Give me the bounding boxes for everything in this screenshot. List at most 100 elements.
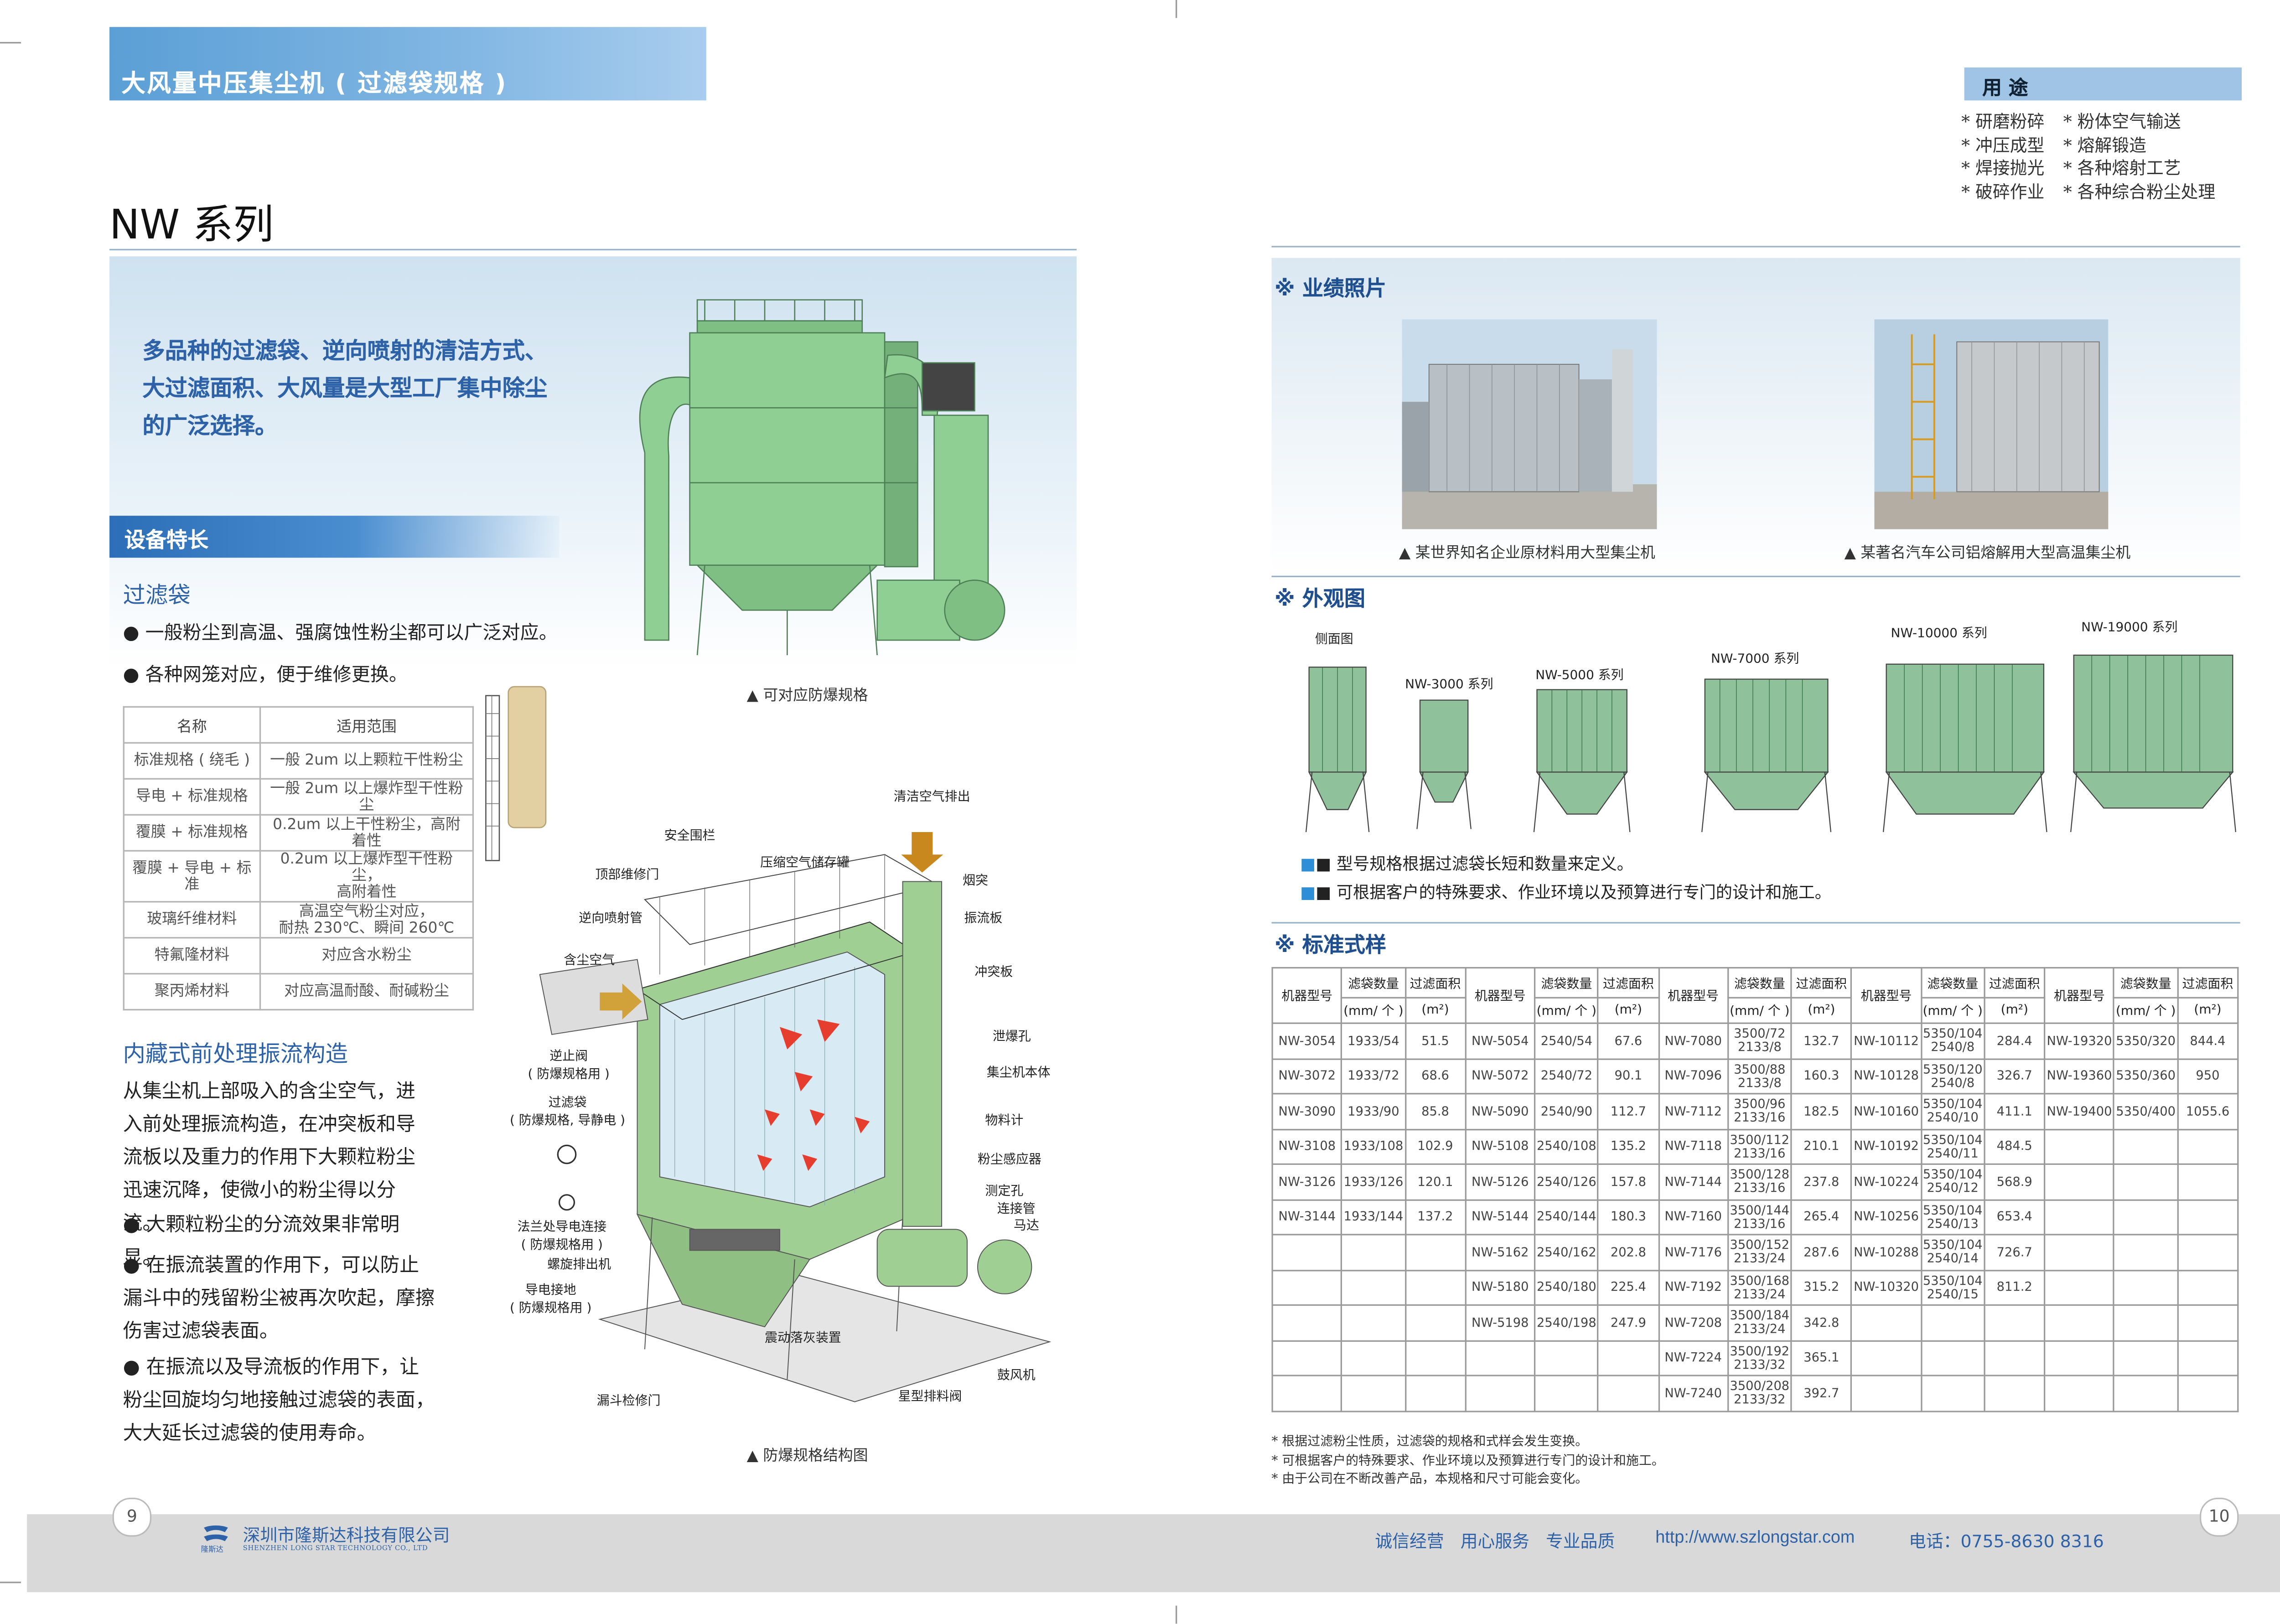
table-cell: 653.4 [1984, 1199, 2046, 1236]
photos-heading: ※ 业绩照片 [1275, 277, 1386, 301]
column-header-model: 机器型号 [1658, 967, 1729, 1024]
table-cell: 2540/162 [1534, 1234, 1599, 1271]
table-cell: NW-3144 [1271, 1199, 1343, 1236]
table-cell: 3500/112 2133/16 [1727, 1128, 1792, 1165]
unit-header-bags: (mm/ 个 ) [1341, 997, 1406, 1024]
series-title: NW 系列 [109, 202, 274, 249]
diagram-label: 振流板 [964, 911, 1003, 927]
table-cell: 5350/104 2540/14 [1920, 1234, 1985, 1271]
table-cell: NW-7208 [1658, 1304, 1729, 1341]
table-cell [2176, 1375, 2239, 1412]
table-cell: 3500/144 2133/16 [1727, 1199, 1792, 1236]
table-cell: 210.1 [1790, 1128, 1853, 1165]
diagram-label: 鼓风机 [997, 1369, 1036, 1384]
table-cell: 一般 2um 以上爆炸型干性粉尘 [259, 778, 474, 816]
diagram-label: 压缩空气储存罐 [760, 856, 850, 871]
table-cell: 1933/90 [1341, 1093, 1406, 1130]
table-cell [2176, 1234, 2239, 1271]
table-cell: NW-5054 [1464, 1022, 1536, 1060]
table-cell [1984, 1375, 2046, 1412]
diagram-label: 粉尘感应器 [977, 1153, 1042, 1168]
table-cell: 157.8 [1597, 1163, 1659, 1200]
table-cell: 3500/168 2133/24 [1727, 1269, 1792, 1306]
table-cell: 182.5 [1790, 1093, 1853, 1130]
usage-title: 用 途 [1982, 78, 2028, 101]
table-cell: 3500/152 2133/24 [1727, 1234, 1792, 1271]
table-cell: NW-5072 [1464, 1057, 1536, 1095]
photo-factory-1 [1402, 319, 1657, 529]
diagram-label: 集尘机本体 [986, 1065, 1051, 1081]
table-cell: 一般 2um 以上颗粒干性粉尘 [259, 742, 474, 780]
table-cell: 导电 + 标准规格 [123, 778, 261, 816]
unit-header-bags: (mm/ 个 ) [1920, 997, 1985, 1024]
filter-cage-and-bag-image [485, 686, 547, 861]
footer-url-link[interactable]: http://www.szlongstar.com [1655, 1529, 1855, 1547]
table-cell [1534, 1340, 1599, 1376]
footer-phone: 电话：0755-8630 8316 [1909, 1531, 2104, 1552]
table-cell: 3500/88 2133/8 [1727, 1057, 1792, 1095]
model-label: 侧面图 [1315, 632, 1353, 648]
crop-mark [1176, 0, 1177, 18]
table-cell [1341, 1375, 1406, 1412]
table-cell [1850, 1340, 1922, 1376]
appearance-note: ■■ 型号规格根据过滤袋长短和数量来定义。 [1300, 854, 1633, 874]
table-cell: 85.8 [1404, 1093, 1466, 1130]
table-cell: 102.9 [1404, 1128, 1466, 1165]
standard-note: * 可根据客户的特殊要求、作业环境以及预算进行专门的设计和施工。 [1271, 1453, 1664, 1469]
table-cell: NW-5162 [1464, 1234, 1536, 1271]
filter-table-header: 名称 [123, 706, 261, 744]
table-cell [1404, 1375, 1466, 1412]
table-cell [2176, 1304, 2239, 1341]
table-cell: 68.6 [1404, 1057, 1466, 1095]
diagram-label: 逆止阀 ( 防爆规格用 ) [528, 1049, 610, 1083]
table-cell: 玻璃纤维材料 [123, 901, 261, 939]
machine-caption: ▲ 可对应防爆规格 [746, 688, 868, 705]
table-cell: 1933/126 [1341, 1163, 1406, 1200]
column-header-area: 过滤面积 [1790, 967, 1853, 999]
table-cell: 484.5 [1984, 1128, 2046, 1165]
table-cell: 132.7 [1790, 1022, 1853, 1060]
crop-mark [1176, 1605, 1177, 1624]
model-label: NW-7000 系列 [1710, 652, 1799, 667]
table-row: 聚丙烯材料对应高温耐酸、耐碱粉尘 [123, 973, 474, 1011]
table-cell [2113, 1234, 2178, 1271]
photo-caption: ▲ 某世界知名企业原材料用大型集尘机 [1399, 545, 1655, 563]
model-label: NW-10000 系列 [1891, 626, 1987, 642]
table-cell: NW-10320 [1850, 1269, 1922, 1306]
table-cell: 高温空气粉尘对应， 耐热 230℃、瞬间 260℃ [259, 901, 474, 939]
table-cell: NW-7160 [1658, 1199, 1729, 1236]
table-cell [1341, 1340, 1406, 1376]
table-cell: 0.2um 以上爆炸型干性粉尘， 高附着性 [259, 850, 474, 903]
column-header-bags: 滤袋数量 [1341, 967, 1406, 999]
table-cell [1404, 1304, 1466, 1341]
table-cell: 5350/104 2540/13 [1920, 1199, 1985, 1236]
table-cell: NW-7176 [1658, 1234, 1729, 1271]
table-cell [2044, 1304, 2115, 1341]
table-cell: 2540/198 [1534, 1304, 1599, 1341]
table-cell: 2540/180 [1534, 1269, 1599, 1306]
table-cell: 对应含水粉尘 [259, 937, 474, 975]
divider [1271, 575, 2240, 577]
table-cell [1271, 1375, 1343, 1412]
table-cell: 342.8 [1790, 1304, 1853, 1341]
usage-item: * 冲压成型 [1961, 134, 2045, 155]
diagram-label: 导电接地 ( 防爆规格用 ) [510, 1283, 592, 1317]
table-cell: 411.1 [1984, 1093, 2046, 1130]
unit-header-area: (m²) [1984, 997, 2046, 1024]
column-header-model: 机器型号 [1271, 967, 1343, 1024]
table-cell: 1933/72 [1341, 1057, 1406, 1095]
table-cell [2044, 1199, 2115, 1236]
table-cell [2044, 1163, 2115, 1200]
diagram-label: 烟突 [963, 874, 989, 889]
table-cell: 202.8 [1597, 1234, 1659, 1271]
table-cell [2113, 1199, 2178, 1236]
table-row: 导电 + 标准规格一般 2um 以上爆炸型干性粉尘 [123, 778, 474, 816]
intro-text: 多品种的过滤袋、逆向喷射的清洁方式、大过滤面积、大风量是大型工厂集中除尘的广泛选… [142, 337, 548, 440]
diagram-label: 螺旋排出机 [547, 1257, 611, 1273]
table-cell [1271, 1234, 1343, 1271]
features-heading: 设备特长 [124, 529, 209, 553]
diagram-label: 连接管 [997, 1202, 1036, 1218]
crop-mark [0, 1582, 21, 1583]
